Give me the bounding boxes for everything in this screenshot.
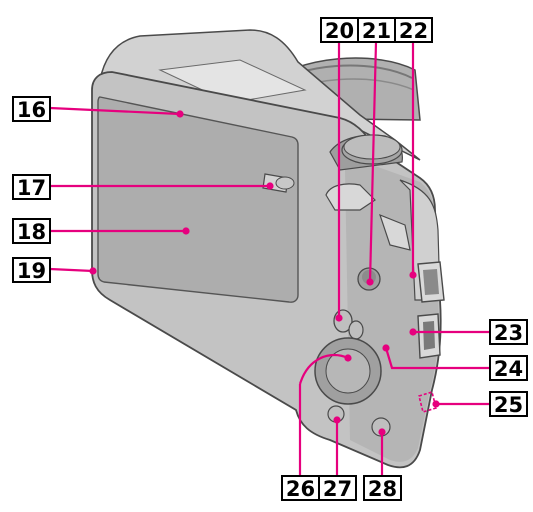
callout-18: 18 xyxy=(12,218,51,244)
callout-22-number: 22 xyxy=(399,19,428,43)
menu-button xyxy=(348,320,364,340)
callout-25-number: 25 xyxy=(494,393,523,417)
callout-20-number: 20 xyxy=(325,19,354,43)
callout-16: 16 xyxy=(12,96,51,122)
callout-20: 20 xyxy=(320,17,359,43)
monitor-screen xyxy=(97,96,299,303)
callout-17-number: 17 xyxy=(17,176,46,200)
callout-21: 21 xyxy=(357,17,396,43)
callout-19-number: 19 xyxy=(17,259,46,283)
camera-illustration xyxy=(90,29,445,469)
callout-24-number: 24 xyxy=(494,357,523,381)
n-mark xyxy=(418,390,437,414)
callout-23: 23 xyxy=(489,319,528,345)
callout-28: 28 xyxy=(363,475,402,501)
callout-25: 25 xyxy=(489,391,528,417)
callout-24: 24 xyxy=(489,355,528,381)
leader-lines xyxy=(49,41,490,476)
finder-button xyxy=(275,176,295,190)
callout-17: 17 xyxy=(12,174,51,200)
callout-27-number: 27 xyxy=(323,477,352,501)
callout-16-number: 16 xyxy=(17,98,46,122)
callout-18-number: 18 xyxy=(17,220,46,244)
callout-21-number: 21 xyxy=(362,19,391,43)
callout-26: 26 xyxy=(281,475,320,501)
callout-26-number: 26 xyxy=(286,477,315,501)
callout-27: 27 xyxy=(318,475,357,501)
callout-28-number: 28 xyxy=(368,477,397,501)
callout-23-number: 23 xyxy=(494,321,523,345)
callout-19: 19 xyxy=(12,257,51,283)
callout-22: 22 xyxy=(394,17,433,43)
